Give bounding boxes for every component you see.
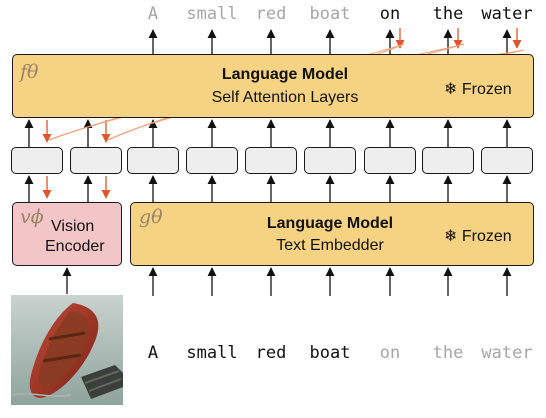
- vision-encoder-line1: Vision: [51, 218, 95, 235]
- snowflake-icon: ❄: [444, 81, 458, 98]
- embedding-box: [364, 147, 416, 174]
- output-token: A: [147, 4, 159, 24]
- embedding-box: [127, 147, 179, 174]
- text-embedder-frozen-badge: ❄ Frozen: [444, 226, 512, 246]
- output-token: on: [379, 4, 401, 24]
- input-token: water: [481, 343, 533, 363]
- input-token: the: [432, 343, 464, 363]
- frozen-label: Frozen: [461, 228, 512, 245]
- input-token: boat: [309, 343, 351, 363]
- embedding-box: [481, 147, 533, 174]
- self-attention-title: Language Model: [221, 66, 349, 83]
- input-token: red: [255, 343, 287, 363]
- embedding-box: [422, 147, 474, 174]
- input-token: small: [186, 343, 238, 363]
- output-token: water: [481, 4, 533, 24]
- frozen-label: Frozen: [461, 81, 512, 98]
- embedding-box: [70, 147, 122, 174]
- text-embedder-symbol: gθ: [139, 206, 163, 228]
- input-token: A: [147, 343, 159, 363]
- input-token: on: [379, 343, 401, 363]
- vision-encoder-block: [12, 202, 122, 266]
- self-attention-frozen-badge: ❄ Frozen: [444, 79, 512, 99]
- output-token: small: [186, 4, 238, 24]
- boat-photo: [11, 295, 123, 405]
- output-token: boat: [309, 4, 351, 24]
- self-attention-subtitle: Self Attention Layers: [211, 89, 359, 106]
- embedding-box: [186, 147, 238, 174]
- forward-arrows: [24, 29, 512, 296]
- snowflake-icon: ❄: [444, 228, 458, 245]
- text-embedder-block: [130, 202, 534, 266]
- embedding-box: [245, 147, 297, 174]
- text-embedder-title: Language Model: [266, 215, 394, 232]
- self-attention-symbol: fθ: [20, 61, 39, 83]
- text-embedder-subtitle: Text Embedder: [276, 237, 384, 254]
- self-attention-block: [12, 54, 534, 118]
- vision-encoder-line2: Encoder: [45, 238, 105, 255]
- embedding-box: [304, 147, 356, 174]
- gradient-arrows: [42, 28, 522, 199]
- embedding-box: [11, 147, 63, 174]
- vision-encoder-symbol: vϕ: [20, 206, 44, 228]
- output-token: the: [432, 4, 464, 24]
- output-token: red: [255, 4, 287, 24]
